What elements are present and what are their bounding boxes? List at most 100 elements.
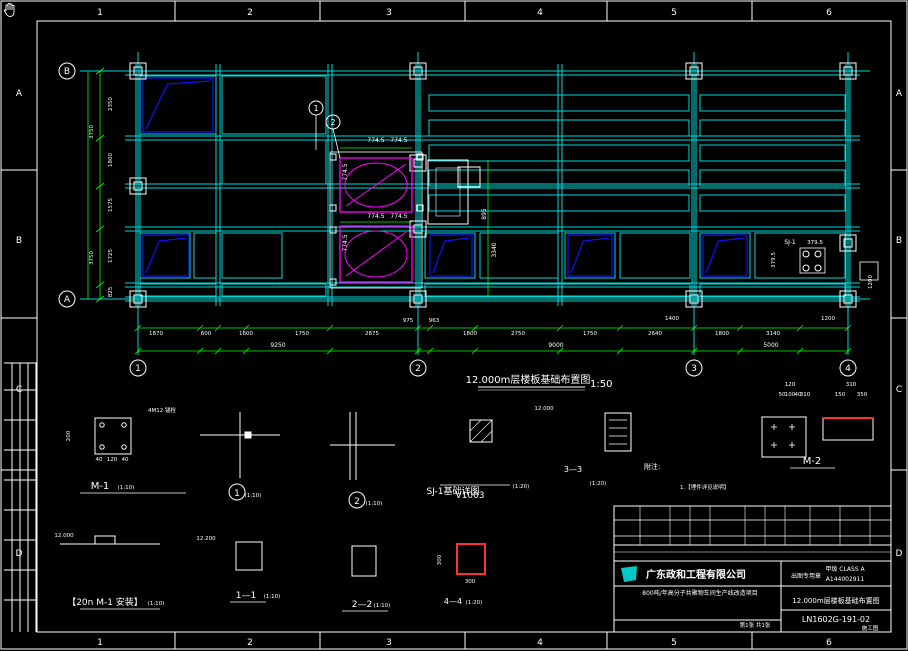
plate-diagonal [705, 237, 745, 274]
m2-section [822, 417, 874, 441]
grid-column-label: 3 [386, 638, 392, 648]
plan-dimension: 2875 [365, 331, 379, 337]
pan-hand-icon[interactable] [2, 2, 18, 18]
dimension-tick [471, 347, 479, 355]
m1-dim: 200 [66, 430, 72, 441]
sj1-detail-title: SJ-1基础详图 [426, 485, 479, 497]
slab-panel [699, 119, 846, 137]
drawing-name: 12.000m层楼板基础布置图 [792, 596, 879, 605]
anchor-square [416, 204, 424, 212]
notes-title: 附注: [644, 462, 660, 471]
steel-column [839, 62, 857, 80]
sj-dimension: 379.5 [771, 252, 777, 268]
plan-dimension-left: 1575 [108, 198, 114, 212]
dimension-tick [95, 182, 105, 190]
m2-dim: 150 [835, 392, 846, 398]
section-22-scale: (1:10) [374, 603, 391, 609]
steel-column-core [413, 66, 423, 76]
steel-column [685, 62, 703, 80]
slab-panel [428, 94, 690, 112]
sj1-label: SJ-1 [784, 239, 796, 246]
plan-dimension: 1750 [295, 331, 309, 337]
plan-dimension-left: 2350 [108, 97, 114, 111]
section-33-body [604, 412, 632, 452]
bolt-hole [802, 264, 810, 272]
dimension-tick [616, 347, 624, 355]
callout-label: 2 [330, 118, 335, 127]
plan-dimension: 1400 [665, 316, 679, 322]
grid-column-label: 2 [247, 638, 253, 648]
steel-column-core [843, 66, 853, 76]
section-44-scale: (1:20) [466, 600, 483, 606]
section-44-dim: 300 [465, 579, 476, 585]
callout-1-label: 1 [234, 489, 240, 499]
callout-1-bubble [228, 483, 246, 501]
slab-panel [699, 94, 846, 112]
dimension-tick [326, 347, 334, 355]
dimension-tick [690, 347, 698, 355]
grid-column-label: 6 [826, 8, 832, 18]
m1-bolt [99, 444, 105, 450]
axis-bubble-b [58, 62, 76, 80]
m2-dim: 310 [846, 382, 857, 388]
steel-column-core [133, 294, 143, 304]
sj1-detail-code: V1003 [455, 491, 484, 501]
m1-note: 4M12 锚栓 [148, 406, 176, 414]
grid-column-label: 1 [97, 8, 103, 18]
dimension-tick [242, 347, 250, 355]
axis-label-b: B [64, 67, 70, 77]
drawing-number: LN1602G-191-02 [802, 615, 870, 624]
steel-column-core [133, 66, 143, 76]
sheet-count: 第1张 共1张 [740, 621, 771, 629]
grid-row-label: A [896, 89, 903, 99]
m2-dim: 100 [785, 392, 796, 398]
anchor-square [329, 278, 337, 286]
m1-dim: 120 [107, 457, 118, 463]
steel-column-core [413, 294, 423, 304]
axis-bubble-number [839, 359, 857, 377]
m2-dim: 310 [800, 392, 811, 398]
section-33-label: 3—3 [564, 465, 582, 474]
plan-dimension-left: 825 [108, 286, 114, 297]
steel-column [409, 154, 427, 172]
anchor-square [329, 226, 337, 234]
foundation-block [339, 157, 413, 213]
grid-row-label: D [896, 549, 903, 559]
m2-plate [761, 416, 807, 458]
slab-panel [139, 232, 191, 279]
dimension-895: 895 [481, 208, 488, 220]
slab-panel [424, 283, 691, 297]
title-block-frame [613, 505, 892, 633]
bolt-hole [814, 250, 822, 258]
section-33-scale: (1:20) [590, 481, 607, 487]
m2-dim: 120 [785, 382, 796, 388]
detail-dimension: 774.5 [367, 137, 384, 144]
axis-label-a: A [64, 295, 71, 305]
foundation-diagonal [345, 163, 407, 207]
dimension-tick [796, 347, 804, 355]
slab-panel [699, 194, 846, 212]
steel-column-core [133, 181, 143, 191]
project-line: 800吨/年高分子共聚物车间生产线改造项目 [642, 589, 757, 597]
dimension-tick [95, 67, 105, 75]
slab-panel [699, 144, 846, 162]
sj1-hatch [469, 419, 493, 443]
dimension-tick [616, 324, 624, 332]
embedded-plate [567, 234, 613, 277]
sj1-detail-scale: (1:20) [513, 484, 530, 490]
dimension-tick [471, 324, 479, 332]
slab-panel [619, 232, 691, 279]
sj-frame-inner [435, 167, 461, 217]
steel-column [409, 290, 427, 308]
steel-column [129, 290, 147, 308]
plan-total-dimension: 9000 [548, 342, 563, 349]
callout-1-scale: (1:10) [245, 493, 262, 499]
slab-panel [221, 139, 327, 185]
sj-dimension: 379.5 [807, 240, 823, 246]
slab-panel [139, 139, 217, 185]
slab-panel [699, 232, 751, 279]
axis-bubble-number [685, 359, 703, 377]
slab-panel [221, 232, 283, 279]
